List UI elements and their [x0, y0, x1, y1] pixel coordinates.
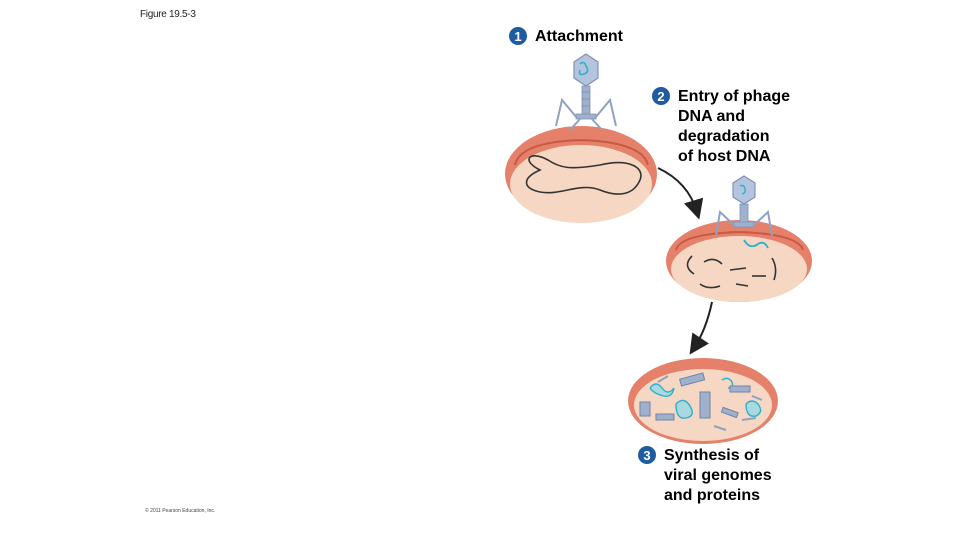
step-1-label: 1 Attachment: [509, 27, 623, 47]
host-dna-fragments: [686, 255, 777, 289]
host-dna-loop: [525, 155, 642, 195]
viral-components: [639, 372, 763, 431]
phage-2: [715, 175, 773, 237]
bacterium-1: [505, 126, 657, 223]
step-2-label: 2 Entry of phage DNA and degradation of …: [652, 87, 790, 167]
arrow-2-to-3: [689, 301, 713, 355]
step-1-badge: 1: [509, 27, 527, 45]
step-3-badge: 3: [638, 446, 656, 464]
figure-label: Figure 19.5-3: [140, 9, 196, 20]
step-2-text: Entry of phage DNA and degradation of ho…: [678, 88, 791, 165]
copyright-notice: © 2011 Pearson Education, Inc.: [145, 508, 216, 514]
step-2-badge: 2: [652, 87, 670, 105]
arrow-1-to-2: [657, 167, 704, 220]
phage-1: [555, 53, 617, 131]
phage-dna-entering: [743, 239, 769, 249]
step-1-text: Attachment: [535, 28, 624, 45]
step-3-text: Synthesis of viral genomes and proteins: [664, 447, 772, 504]
step-3-label: 3 Synthesis of viral genomes and protein…: [638, 446, 772, 506]
